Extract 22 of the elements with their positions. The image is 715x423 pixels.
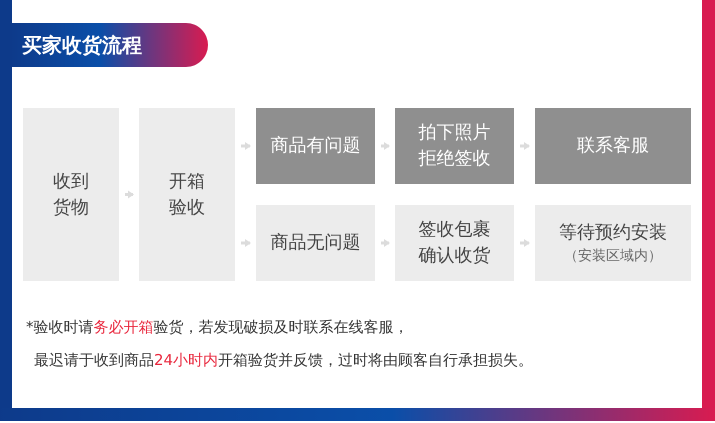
- arrow: [241, 142, 251, 150]
- node-label: 拍下照片拒绝签收: [418, 121, 492, 171]
- title: 买家收货流程: [22, 32, 142, 59]
- node-label: 等待预约安装: [559, 221, 667, 245]
- node-label: 开箱验收: [168, 170, 206, 220]
- process-box: [256, 108, 375, 184]
- arrow: [381, 239, 390, 247]
- process-box: [395, 108, 514, 184]
- note-text: *验收时请务必开箱验货，若发现破损及时联系在线客服，: [26, 318, 408, 337]
- arrow: [520, 239, 530, 247]
- node-label: 联系客服: [577, 134, 649, 158]
- process-box: [535, 108, 691, 184]
- node-label: 商品有问题: [270, 134, 360, 158]
- arrow: [381, 142, 390, 150]
- note-text: 最迟请于收到商品24小时内开箱验货并反馈，过时将由顾客自行承担损失。: [34, 351, 534, 370]
- arrow: [520, 142, 530, 150]
- arrow: [125, 190, 134, 198]
- node-label: 签收包裹确认收货: [418, 218, 492, 268]
- node-label: 收到货物: [52, 170, 90, 220]
- node-label: 商品无问题: [270, 231, 360, 255]
- node-note: （安装区域内）: [564, 247, 662, 266]
- arrow: [241, 239, 251, 247]
